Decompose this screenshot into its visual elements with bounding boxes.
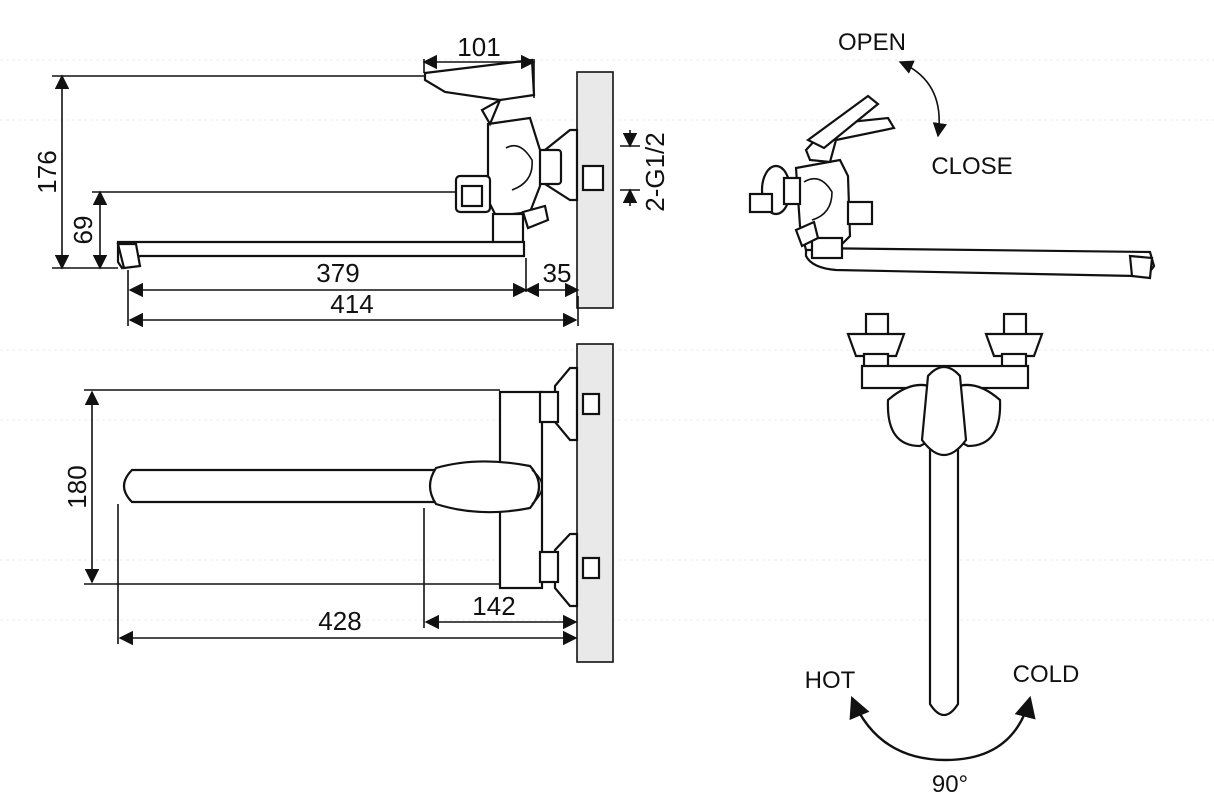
top-view: HOT COLD 90° — [805, 312, 1080, 798]
spout-plan — [122, 468, 438, 504]
top-right-flange — [984, 332, 1044, 358]
nut-bottom — [538, 550, 560, 584]
aerator-perspective — [1128, 254, 1154, 280]
top-left-flange — [846, 332, 906, 358]
flange-bottom — [553, 532, 579, 608]
left-pipe-perspective — [748, 192, 774, 214]
diverter-perspective — [794, 220, 820, 248]
dim-plan-inner: 142 — [472, 591, 515, 621]
outlet-nut — [491, 212, 525, 246]
diverter-cap — [460, 184, 484, 208]
side-view: 101 176 69 2-G1/2 379 35 414 — [32, 32, 670, 328]
dim-total-height: 176 — [32, 150, 62, 193]
handle-side — [423, 58, 536, 127]
top-left-cap — [864, 312, 890, 338]
wall-plan — [576, 343, 614, 663]
label-close: CLOSE — [931, 153, 1012, 180]
dim-thread: 2-G1/2 — [640, 132, 670, 212]
perspective-view: OPEN CLOSE — [748, 29, 1156, 280]
handle-top — [920, 365, 968, 456]
dim-plan-depth: 180 — [62, 465, 92, 508]
spout-perspective — [804, 246, 1156, 278]
handle-open — [805, 94, 880, 150]
dim-plan-length: 428 — [318, 606, 361, 636]
spout-top — [928, 444, 960, 717]
pipe-top — [581, 392, 601, 416]
pipe-bottom — [581, 556, 601, 580]
label-cold: COLD — [1013, 661, 1080, 688]
dim-spout-height: 69 — [68, 216, 98, 245]
open-close-arrow — [898, 60, 948, 138]
handle-plan — [428, 460, 541, 514]
aerator-side — [116, 242, 142, 270]
outlet-perspective — [810, 236, 844, 260]
wall-connector — [581, 164, 605, 192]
nut-top — [538, 390, 560, 424]
left-nut-perspective — [782, 176, 802, 206]
label-angle: 90° — [932, 771, 968, 798]
dim-total-length: 414 — [330, 289, 373, 319]
dim-spout-length: 379 — [316, 258, 359, 288]
outlet-tab — [521, 204, 550, 230]
label-hot: HOT — [805, 667, 856, 694]
top-right-cap — [1002, 312, 1028, 338]
dim-wall-offset: 35 — [543, 258, 572, 288]
dim-top-width: 101 — [457, 32, 500, 62]
rotation-arrow — [849, 695, 1036, 762]
label-open: OPEN — [838, 29, 906, 56]
right-nut-perspective — [846, 200, 874, 226]
plan-view: 180 142 428 — [62, 343, 614, 663]
